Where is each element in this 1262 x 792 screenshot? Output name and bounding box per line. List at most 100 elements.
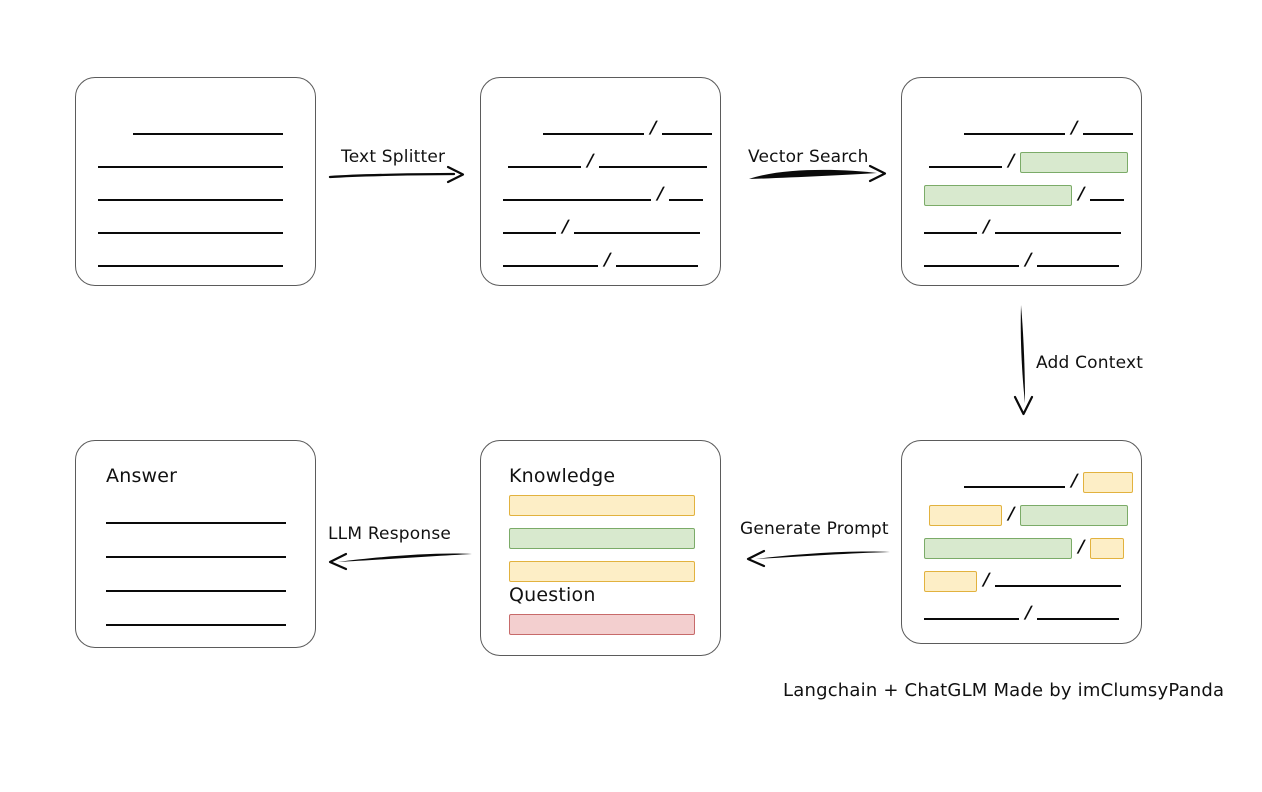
text-line — [508, 166, 581, 168]
text-line — [1037, 265, 1120, 267]
text-line — [503, 232, 556, 234]
highlight-chip-yellow — [1090, 537, 1125, 559]
chunk-separator: / — [1022, 250, 1034, 270]
edge-label-add-context: Add Context — [1036, 353, 1144, 373]
text-line — [924, 265, 1019, 267]
text-line — [106, 624, 286, 626]
doc-row: / — [964, 471, 1134, 493]
doc-row: / — [929, 504, 1129, 526]
chunk-separator: / — [1005, 504, 1017, 524]
chunk-separator: / — [601, 250, 613, 270]
knowledge-bar — [509, 495, 695, 516]
text-line — [964, 486, 1065, 488]
arrow-generate-prompt — [746, 549, 890, 568]
knowledge-bar — [509, 561, 695, 582]
doc-row — [98, 186, 283, 204]
edge-label-vector-search: Vector Search — [748, 147, 869, 167]
text-line — [924, 232, 977, 234]
node-split-chunks[interactable]: ///// — [480, 77, 721, 286]
text-line — [106, 522, 286, 524]
vector-search-results-rows: / / / / / — [902, 78, 1141, 285]
doc-row: / — [503, 184, 704, 204]
text-line — [995, 232, 1122, 234]
chunk-separator: / — [654, 184, 666, 204]
text-line — [924, 618, 1019, 620]
text-line — [1083, 133, 1134, 135]
text-line — [1037, 618, 1120, 620]
text-line — [503, 265, 598, 267]
highlight-chip-green — [924, 537, 1072, 559]
edge-label-generate-prompt: Generate Prompt — [740, 519, 889, 539]
doc-row: / — [964, 118, 1134, 138]
node-source-document[interactable] — [75, 77, 316, 286]
doc-row: / — [924, 570, 1122, 592]
question-heading: Question — [509, 584, 596, 606]
chunk-separator: / — [980, 570, 992, 590]
highlight-chip-green — [1020, 151, 1129, 173]
text-line — [98, 265, 283, 267]
answer-heading: Answer — [106, 465, 178, 487]
text-line — [574, 232, 701, 234]
doc-row: / — [924, 217, 1122, 237]
doc-row — [106, 509, 286, 527]
arrow-text-splitter — [328, 165, 465, 184]
arrow-vector-search — [749, 164, 887, 183]
node-vector-search-results[interactable]: / / / / / — [901, 77, 1142, 286]
doc-row — [106, 577, 286, 595]
doc-row: / — [503, 250, 699, 270]
doc-row: / — [503, 217, 701, 237]
text-line — [599, 166, 708, 168]
text-line — [995, 585, 1122, 587]
highlight-chip-yellow — [924, 570, 977, 592]
doc-row — [98, 153, 283, 171]
highlight-chip-yellow — [1083, 471, 1134, 493]
text-line — [106, 590, 286, 592]
node-answer[interactable]: Answer — [75, 440, 316, 648]
doc-row: / — [929, 151, 1129, 173]
chunk-separator: / — [647, 118, 659, 138]
text-line — [503, 199, 651, 201]
doc-row — [133, 120, 283, 138]
text-line — [106, 556, 286, 558]
chunk-separator: / — [1068, 471, 1080, 491]
text-line — [98, 199, 283, 201]
doc-row: / — [543, 118, 713, 138]
text-line — [669, 199, 704, 201]
arrow-llm-response — [328, 552, 472, 571]
source-document-rows — [76, 78, 315, 285]
highlight-chip-yellow — [929, 504, 1002, 526]
chunk-separator: / — [1075, 537, 1087, 557]
chunk-separator: / — [980, 217, 992, 237]
doc-row — [98, 252, 283, 270]
answer-rows — [76, 441, 315, 647]
node-prompt[interactable]: Knowledge Question — [480, 440, 721, 656]
text-line — [662, 133, 713, 135]
edge-label-text-splitter: Text Splitter — [341, 147, 446, 167]
knowledge-bar — [509, 528, 695, 549]
text-line — [616, 265, 699, 267]
question-bar — [509, 614, 695, 635]
text-line — [98, 232, 283, 234]
doc-row — [106, 543, 286, 561]
knowledge-bars — [509, 495, 695, 594]
diagram-caption: Langchain + ChatGLM Made by imClumsyPand… — [783, 680, 1225, 701]
doc-row: / — [924, 250, 1120, 270]
node-context-chunks[interactable]: / / / / / — [901, 440, 1142, 644]
chunk-separator: / — [1075, 184, 1087, 204]
doc-row — [106, 611, 286, 629]
chunk-separator: / — [1068, 118, 1080, 138]
knowledge-heading: Knowledge — [509, 465, 616, 487]
doc-row: / — [924, 184, 1125, 206]
doc-row: / — [924, 603, 1120, 623]
text-line — [929, 166, 1002, 168]
text-line — [964, 133, 1065, 135]
split-chunks-rows: ///// — [481, 78, 720, 285]
chunk-separator: / — [1005, 151, 1017, 171]
highlight-chip-green — [1020, 504, 1129, 526]
text-line — [133, 133, 283, 135]
doc-row: / — [924, 537, 1125, 559]
question-bars — [509, 614, 695, 647]
chunk-separator: / — [1022, 603, 1034, 623]
arrow-add-context — [1013, 305, 1034, 416]
